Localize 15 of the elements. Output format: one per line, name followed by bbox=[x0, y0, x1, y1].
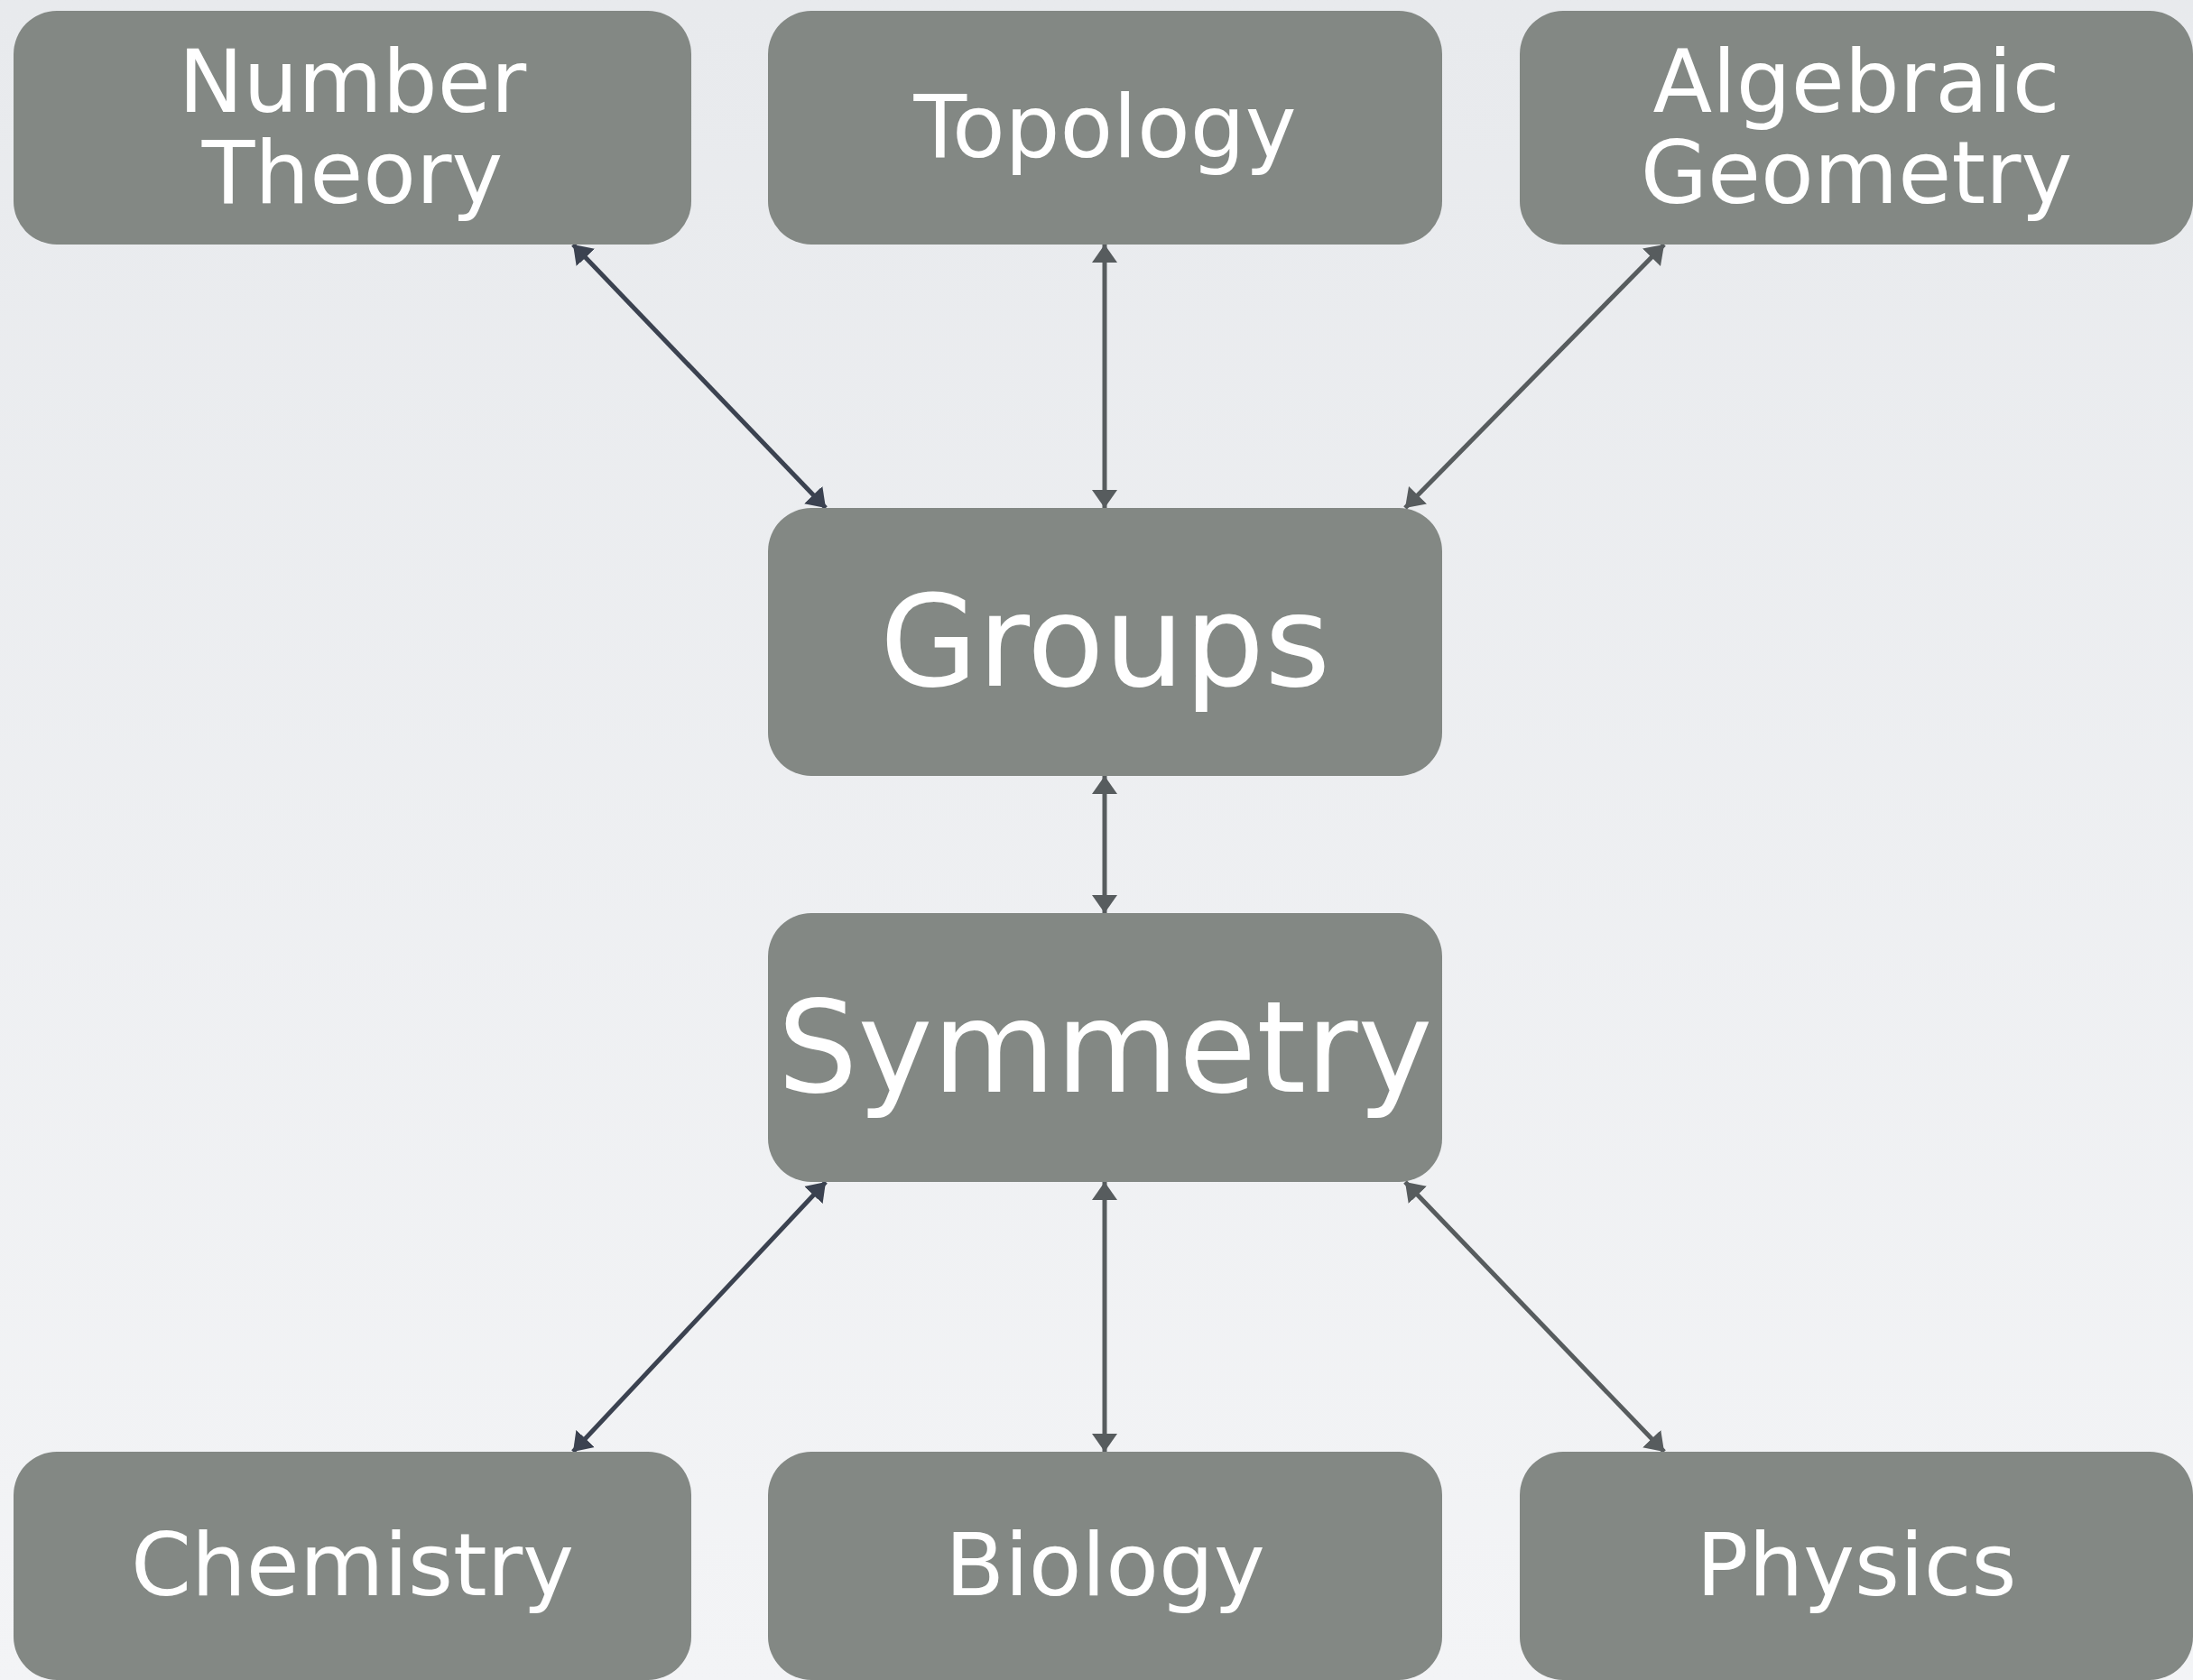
double-arrow bbox=[1403, 243, 1666, 510]
topic-box: Algebraic Geometry bbox=[1520, 11, 2193, 245]
topic-box: Topology bbox=[768, 11, 1442, 245]
topic-box: Physics bbox=[1520, 1452, 2193, 1680]
topic-box: Biology bbox=[768, 1452, 1442, 1680]
topic-box: Number Theory bbox=[14, 11, 691, 245]
double-arrow bbox=[1403, 1180, 1666, 1454]
double-arrow bbox=[571, 243, 828, 510]
topic-box: Symmetry bbox=[768, 913, 1442, 1182]
double-arrow bbox=[1092, 245, 1117, 508]
double-arrow bbox=[1092, 776, 1117, 913]
double-arrow bbox=[1092, 1182, 1117, 1452]
topic-box: Groups bbox=[768, 508, 1442, 776]
double-arrow bbox=[571, 1180, 828, 1454]
topic-box: Chemistry bbox=[14, 1452, 691, 1680]
